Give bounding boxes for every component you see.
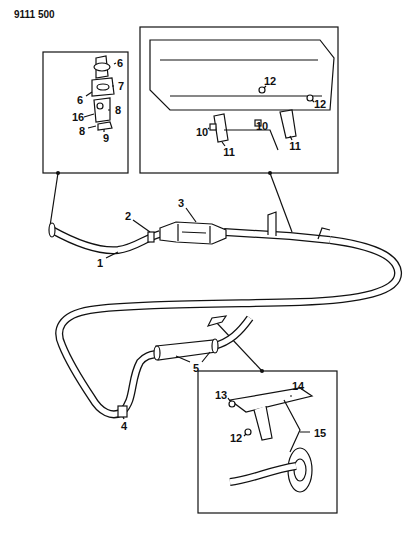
catalytic-converter — [160, 222, 226, 244]
callout-number: 6 — [77, 95, 83, 106]
callout-number: 16 — [72, 112, 84, 123]
callout-number: 7 — [118, 81, 124, 92]
callout-number: 10 — [196, 127, 208, 138]
callout-number: 13 — [215, 390, 227, 401]
muffler — [156, 340, 216, 360]
callout-number: 12 — [314, 99, 326, 110]
callout-number: 6 — [117, 58, 123, 69]
callout-number: 5 — [193, 363, 199, 374]
callout-number: 12 — [264, 76, 276, 87]
inset-frame — [43, 52, 128, 173]
callout-number: 11 — [289, 141, 301, 152]
callout-number: 14 — [292, 381, 304, 392]
callout-number: 4 — [121, 421, 127, 432]
callout-number: 2 — [125, 211, 131, 222]
callout-number: 10 — [256, 121, 268, 132]
callout-number: 15 — [314, 428, 326, 439]
callout-number: 8 — [115, 105, 121, 116]
callout-number: 3 — [178, 198, 184, 209]
callout-number: 9 — [103, 133, 109, 144]
callout-number: 11 — [223, 147, 235, 158]
inset-frame — [140, 27, 338, 173]
inset-frame — [198, 371, 337, 513]
callout-number: 12 — [230, 433, 242, 444]
figure-number: 9111 500 — [14, 10, 55, 20]
callout-number: 8 — [79, 126, 85, 137]
callout-number: 1 — [97, 258, 103, 269]
